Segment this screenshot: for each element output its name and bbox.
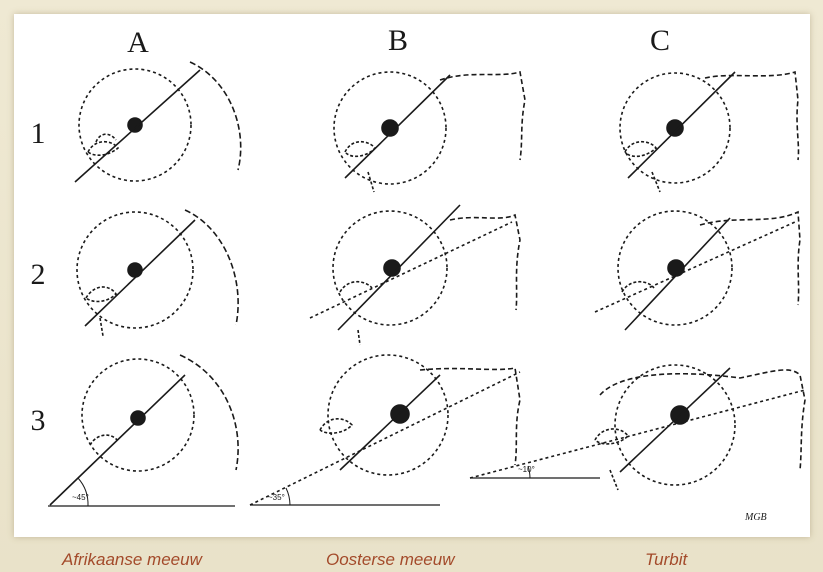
head-outline: [439, 70, 526, 161]
axis-line: [337, 204, 461, 331]
row-label-2: 2: [31, 258, 46, 291]
axis-line: [339, 374, 441, 471]
head-b2: [309, 204, 521, 346]
beak-curve: [95, 133, 117, 143]
eye-circle: [327, 354, 449, 476]
reference-line: [249, 371, 521, 506]
column-label-c: C: [650, 24, 670, 57]
pupil: [127, 117, 143, 133]
row-label-3: 3: [31, 404, 46, 437]
angle-label-a3: ~45°: [72, 493, 89, 502]
angle-arc: [285, 487, 291, 506]
pupil: [383, 259, 401, 277]
pupil: [130, 410, 146, 426]
head-c2: [594, 210, 801, 331]
head-outline: [419, 367, 521, 466]
eye-circle: [76, 211, 194, 329]
reference-line: [309, 221, 513, 319]
beak: [624, 140, 658, 158]
head-outline: [184, 209, 239, 326]
head-b1: [333, 70, 526, 193]
axis-line: [344, 74, 451, 179]
eye-circle: [81, 358, 195, 472]
head-outline: [449, 213, 521, 311]
head-a3: [48, 354, 239, 507]
caption-afrikaanse-meeuw: Afrikaanse meeuw: [62, 550, 202, 569]
eye-circle: [617, 210, 733, 326]
axis-line: [84, 219, 196, 327]
angle-arc: [527, 465, 531, 479]
head-b3: [249, 354, 521, 506]
pupil: [667, 259, 685, 277]
axis-line: [619, 367, 731, 473]
angle-label-c3: ~10°: [518, 465, 535, 474]
reference-line: [594, 221, 796, 313]
eye-circle: [619, 72, 731, 184]
beak: [339, 280, 373, 293]
beak: [621, 280, 655, 293]
row-label-1: 1: [31, 117, 46, 150]
pupil: [666, 119, 684, 137]
head-outline: [179, 354, 239, 471]
eye-circle: [332, 210, 448, 326]
eye-circle: [333, 71, 447, 185]
throat: [609, 469, 619, 491]
beak: [319, 418, 354, 434]
pupil: [381, 119, 399, 137]
signature: MGB: [744, 512, 767, 523]
beak: [87, 140, 120, 157]
head-a1: [74, 61, 242, 183]
pupil: [127, 262, 143, 278]
head-outline: [189, 61, 242, 171]
head-a2: [76, 209, 239, 337]
beak: [85, 286, 118, 303]
beak: [594, 428, 630, 445]
axis-line: [74, 69, 201, 183]
head-c1: [619, 70, 800, 193]
eye-circle: [614, 364, 736, 486]
column-label-a: A: [127, 26, 149, 59]
throat: [99, 317, 104, 337]
beak: [89, 434, 119, 446]
caption-oosterse-meeuw: Oosterse meeuw: [326, 550, 455, 569]
head-outline: [599, 369, 806, 471]
beak: [344, 140, 377, 158]
throat: [651, 171, 661, 193]
head-outline: [699, 210, 801, 306]
axis-line: [627, 71, 736, 179]
reference-line: [469, 389, 806, 479]
head-c3: [469, 364, 806, 491]
throat: [357, 329, 361, 346]
eye-circle: [78, 68, 192, 182]
caption-turbit: Turbit: [645, 550, 688, 569]
angle-label-b3: ~35°: [268, 493, 285, 502]
head-outline: [704, 70, 800, 161]
column-label-b: B: [388, 24, 408, 57]
throat: [367, 171, 375, 193]
angle-arc: [77, 477, 89, 507]
